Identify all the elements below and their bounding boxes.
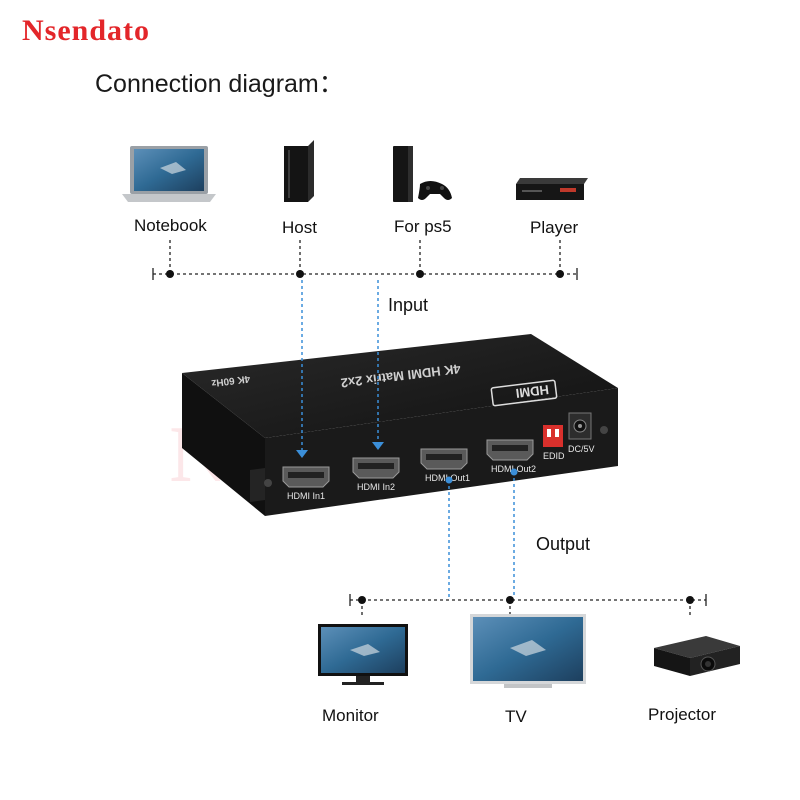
page-title: Connection diagram： [95, 70, 344, 98]
input-bus-end-ticks [152, 268, 578, 280]
hdmi-logo: HDMI [490, 379, 558, 407]
media-player-icon [516, 178, 588, 200]
device-label-ps5: For ps5 [394, 217, 452, 236]
port-hdmi-in1 [282, 466, 330, 488]
output-bus-end-ticks [349, 594, 707, 606]
input-link-arrows [296, 442, 384, 458]
port-label-dc: DC/5V [568, 444, 595, 454]
port-hdmi-in2 [352, 457, 400, 479]
output-link-junctions [445, 468, 518, 484]
port-hdmi-out1 [420, 448, 468, 470]
edid-dip-switch [543, 425, 563, 447]
game-console-icon [393, 146, 452, 202]
port-label-in1: HDMI In1 [287, 491, 325, 501]
device-label-tv: TV [505, 707, 527, 726]
device-label-notebook: Notebook [134, 216, 207, 235]
dc-power-port [568, 412, 592, 440]
laptop-icon [122, 146, 216, 202]
port-label-edid: EDID [543, 451, 565, 461]
input-links [301, 280, 379, 450]
input-bus-junctions [166, 270, 564, 278]
device-label-projector: Projector [648, 705, 717, 724]
port-label-in2: HDMI In2 [357, 482, 395, 492]
hdmi-matrix-device: 4K HDMI Matrix 2x2 4K 60Hz HDMI [182, 334, 618, 516]
pc-tower-icon [284, 140, 314, 202]
tv-icon [470, 614, 586, 688]
port-hdmi-out2 [486, 439, 534, 461]
output-links [448, 472, 515, 598]
input-section-label: Input [388, 295, 429, 315]
monitor-icon [318, 624, 408, 685]
device-label-host: Host [282, 218, 317, 237]
hdmi-logo-text: HDMI [515, 382, 550, 401]
projector-icon [654, 636, 740, 676]
device-label-player: Player [530, 218, 579, 237]
brand-logo: Nsendato [22, 14, 151, 47]
output-bus-line [350, 599, 706, 616]
device-label-monitor: Monitor [322, 706, 379, 725]
input-bus-drops [169, 240, 561, 274]
output-section-label: Output [536, 534, 591, 554]
device-top-sublabel: 4K 60Hz [211, 373, 251, 389]
output-bus-junctions [358, 596, 694, 604]
